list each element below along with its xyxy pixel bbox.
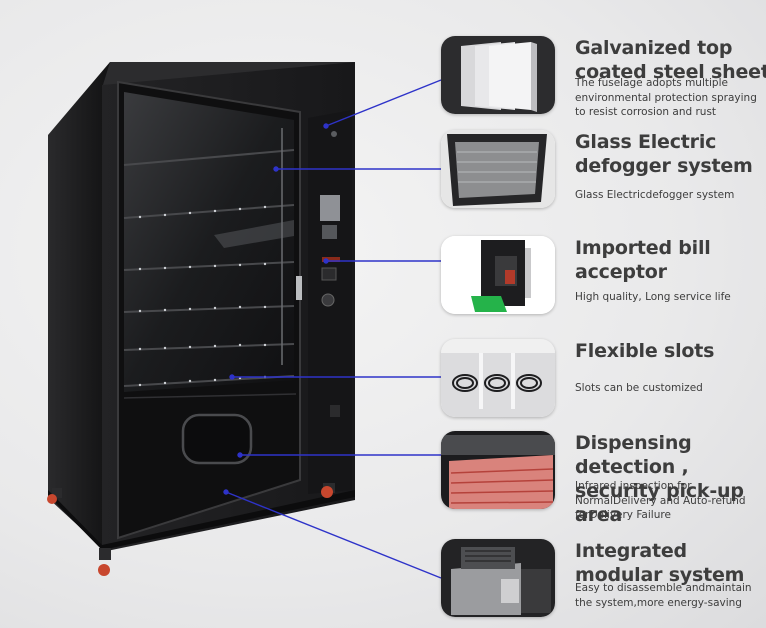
feature-title: Galvanized top coated steel sheet — [575, 37, 766, 83]
glass-door-icon — [441, 130, 555, 208]
bill-acceptor-icon — [441, 236, 555, 314]
cooling-module-icon — [441, 539, 555, 617]
feature-title: Glass Electric defogger system — [575, 131, 753, 177]
feature-title: Dispensing detection , security pick-up … — [575, 432, 744, 526]
callout-lines — [223, 79, 442, 579]
feature-description: Easy to disassemble andmaintain the syst… — [575, 582, 752, 609]
keypad — [320, 195, 340, 221]
feature-bill-acceptor: Imported bill acceptor High quality, Lon… — [441, 236, 766, 316]
feature-defogger: Glass Electric defogger system Glass Ele… — [441, 130, 766, 210]
feature-title: Integrated modular system — [575, 540, 745, 586]
shelf-lights — [138, 205, 267, 387]
feature-modular-system: Integrated modular system Easy to disass… — [441, 539, 766, 619]
door-handle — [296, 276, 302, 300]
glass-window — [124, 92, 294, 392]
steel-sheet-icon — [441, 36, 555, 114]
feature-flexible-slots: Flexible slots Slots can be customized — [441, 339, 766, 419]
cabinet-side-panel — [48, 62, 110, 555]
spiral-slots-icon — [441, 339, 555, 417]
bill-slot — [322, 257, 340, 262]
feature-description: Glass Electricdefogger system — [575, 189, 735, 201]
feature-dispensing-detection: Dispensing detection , security pick-up … — [441, 431, 766, 526]
feature-steel-sheet: Galvanized top coated steel sheet The fu… — [441, 36, 766, 118]
feature-title: Imported bill acceptor — [575, 237, 711, 283]
feature-description: High quality, Long service life — [575, 291, 731, 303]
infrared-sensor-icon — [441, 431, 555, 509]
feature-description: The fuselage adopts multiple environment… — [575, 77, 757, 118]
feature-description: Infrared inspection for NormalDelivery a… — [575, 480, 746, 521]
feature-description: Slots can be customized — [575, 382, 703, 394]
pickup-door — [181, 413, 253, 465]
casters — [47, 483, 335, 576]
feature-title: Flexible slots — [575, 340, 715, 362]
